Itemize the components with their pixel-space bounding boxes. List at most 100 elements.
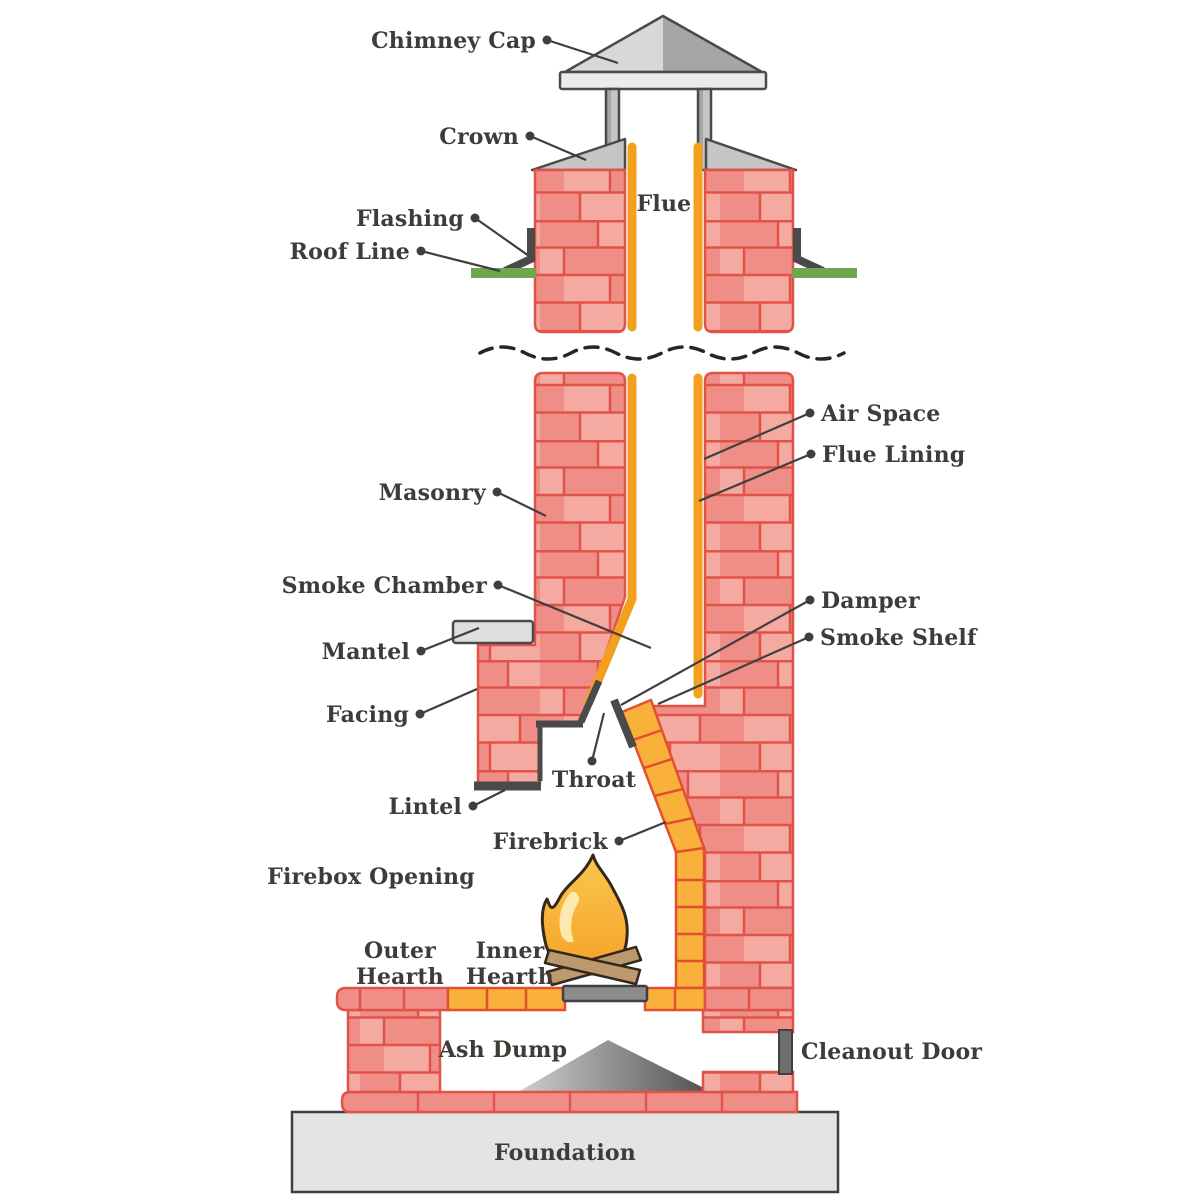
- flashing-left: [503, 228, 535, 275]
- leader-facing: [419, 687, 478, 716]
- label-crown: Crown: [439, 124, 519, 150]
- firebrick-joints: [632, 728, 705, 963]
- callout-flue-lining: Flue Lining: [698, 442, 965, 503]
- leader-damper: [620, 599, 811, 706]
- outer-hearth-joints: [358, 988, 406, 1010]
- dot-flashing: [470, 213, 480, 223]
- cap-post-left-shade: [606, 89, 611, 170]
- cleanout-wall-lower: [701, 1070, 795, 1094]
- label-outer-hearth: Outer Hearth: [356, 938, 444, 990]
- label-damper: Damper: [821, 588, 920, 614]
- label-flue-lining: Flue Lining: [822, 442, 965, 468]
- leader-flue-lining: [698, 452, 812, 503]
- flashing-right: [793, 228, 825, 275]
- label-firebrick: Firebrick: [493, 829, 609, 855]
- dot-smoke-chamber: [493, 580, 503, 590]
- crown-right: [704, 137, 798, 172]
- leader-mantel: [420, 626, 480, 653]
- callout-crown: Crown: [439, 124, 587, 162]
- callout-roof-line: Roof Line: [290, 239, 501, 273]
- label-roof-line: Roof Line: [290, 239, 410, 265]
- dot-roof-line: [416, 246, 426, 256]
- leader-masonry: [496, 491, 547, 517]
- damper-plate: [610, 698, 637, 749]
- label-lintel: Lintel: [388, 794, 462, 820]
- hearth-slab: [335, 986, 795, 1012]
- callout-air-space: Air Space: [703, 401, 940, 461]
- callout-masonry: Masonry: [379, 480, 547, 517]
- leader-crown: [529, 134, 587, 162]
- dot-throat: [587, 756, 597, 766]
- throat-plate: [577, 679, 603, 724]
- leader-lintel: [472, 789, 506, 807]
- mantel-shelf: [451, 619, 535, 645]
- dot-mantel: [416, 646, 426, 656]
- label-outer-hearth-line2: Hearth: [356, 964, 444, 990]
- leader-flashing: [474, 217, 530, 257]
- label-firebox-opening: Firebox Opening: [267, 864, 475, 890]
- flame-highlight: [559, 891, 579, 943]
- smoke-chamber-lining: [584, 373, 637, 707]
- callout-lintel: Lintel: [388, 789, 506, 820]
- label-foundation: Foundation: [494, 1140, 636, 1166]
- callout-mantel: Mantel: [322, 626, 480, 665]
- callout-smoke-chamber: Smoke Chamber: [282, 573, 652, 650]
- leader-chimney-cap: [546, 38, 619, 65]
- dot-damper: [805, 595, 815, 605]
- label-flashing: Flashing: [356, 206, 464, 232]
- chimney-cap: [558, 14, 768, 172]
- label-smoke-chamber: Smoke Chamber: [282, 573, 488, 599]
- label-mantel: Mantel: [322, 639, 410, 665]
- leader-firebrick: [618, 820, 667, 843]
- cleanout-wall-upper: [701, 1008, 795, 1034]
- cleanout-door-panel: [778, 1029, 793, 1075]
- roof-line-left: [471, 268, 536, 278]
- label-masonry: Masonry: [379, 480, 487, 506]
- callout-smoke-shelf: Smoke Shelf: [657, 625, 978, 706]
- fire: [540, 853, 643, 987]
- label-outer-hearth-line1: Outer: [364, 938, 436, 964]
- ash-pile: [518, 1040, 712, 1092]
- label-chimney-cap: Chimney Cap: [371, 28, 536, 54]
- callout-firebrick: Firebrick: [493, 820, 667, 855]
- roof-line-right: [792, 268, 857, 278]
- callout-flashing: Flashing: [356, 206, 530, 257]
- label-cleanout-door: Cleanout Door: [801, 1039, 982, 1065]
- cap-slab: [558, 70, 768, 91]
- label-smoke-shelf: Smoke Shelf: [820, 625, 978, 651]
- foundation-slab: [290, 1110, 840, 1194]
- base-course-joints: [416, 1092, 724, 1112]
- outer-hearth-slab: [335, 986, 450, 1012]
- label-throat: Throat: [552, 767, 637, 793]
- label-facing: Facing: [326, 702, 409, 728]
- dot-air-space: [805, 408, 815, 418]
- inner-hearth-joints-left: [485, 988, 528, 1010]
- leader-throat: [590, 712, 606, 762]
- leader-roof-line: [420, 249, 501, 273]
- dot-firebrick: [614, 836, 624, 846]
- ash-dump-grate: [561, 984, 649, 1003]
- callout-damper: Damper: [620, 588, 920, 706]
- leader-air-space: [703, 411, 811, 461]
- dot-flue-lining: [806, 449, 816, 459]
- masonry-upper-right: [703, 168, 795, 334]
- label-inner-hearth: Inner Hearth: [466, 938, 554, 990]
- callout-facing: Facing: [326, 687, 478, 728]
- dot-lintel: [468, 801, 478, 811]
- label-inner-hearth-line2: Hearth: [466, 964, 554, 990]
- masonry-lower-right: [649, 371, 795, 990]
- masonry-upper-left: [533, 168, 627, 334]
- callout-chimney-cap: Chimney Cap: [371, 28, 619, 65]
- break-line: [478, 345, 846, 361]
- label-ash-dump: Ash Dump: [438, 1037, 567, 1063]
- log-back: [543, 948, 642, 986]
- label-flue: Flue: [637, 191, 692, 217]
- callout-throat: Throat: [552, 712, 637, 793]
- label-air-space: Air Space: [820, 401, 940, 427]
- dot-facing: [415, 709, 425, 719]
- cap-post-right-shade: [698, 89, 703, 170]
- label-inner-hearth-line1: Inner: [476, 938, 545, 964]
- ash-pit-left-wall: [346, 1008, 442, 1094]
